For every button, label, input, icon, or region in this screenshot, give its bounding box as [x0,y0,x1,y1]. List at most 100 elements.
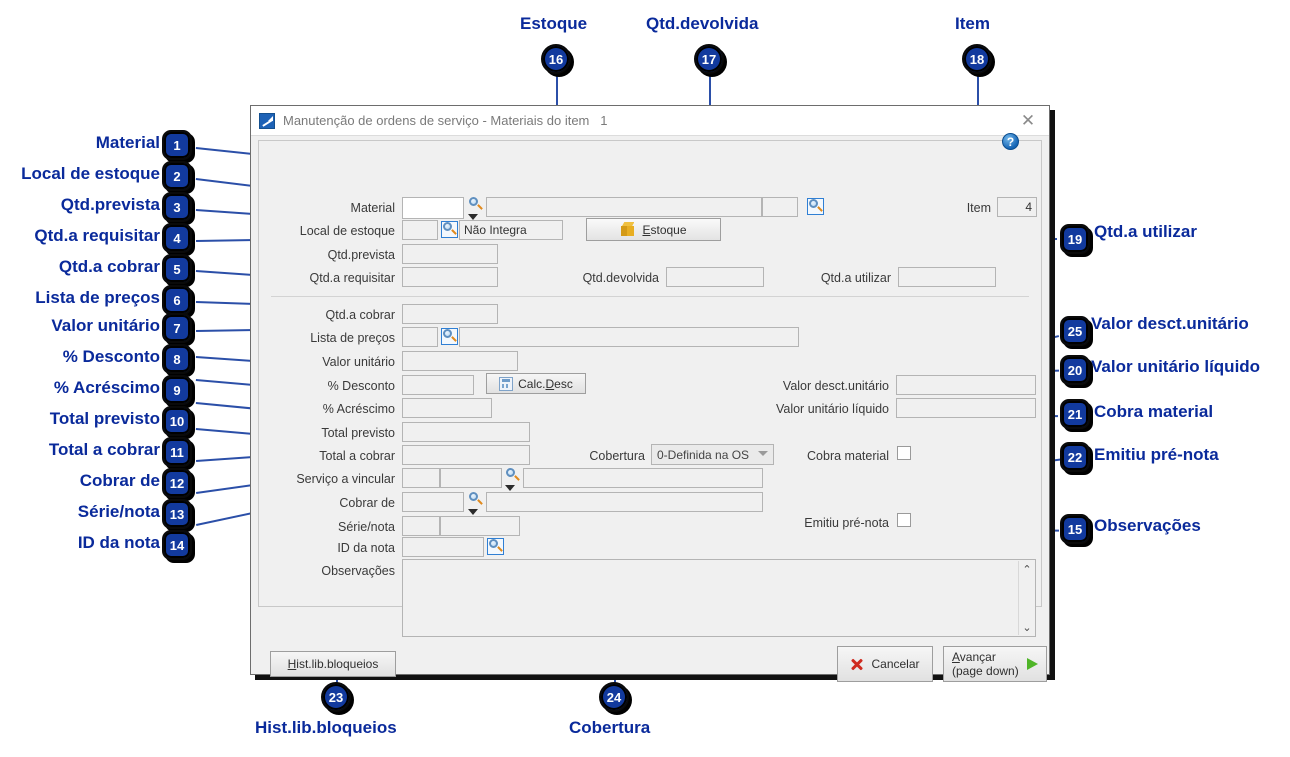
title-bar: Manutenção de ordens de serviço - Materi… [251,106,1049,136]
annotation-label-14: ID da nota [77,533,160,552]
servico-a-vincular-desc-field[interactable] [523,468,763,488]
servico-a-vincular-code-field[interactable] [402,468,440,488]
annotation-badge-19: 19 [1060,224,1090,254]
id-da-nota-field[interactable] [402,537,484,557]
qtd-prevista-label: Qtd.prevista [327,248,395,262]
box-icon [620,222,636,237]
annotation-label-20: Valor unitário líquido [1091,357,1261,376]
calc-desc-button[interactable]: Calc.Desc [486,373,586,394]
qtd-devolvida-field[interactable] [666,267,764,287]
pct-acrescimo-field[interactable] [402,398,492,418]
annotation-label-3: Qtd.prevista [60,195,160,214]
annotation-label-18: Item [955,14,990,33]
advance-button-line2: (page down) [952,664,1019,678]
total-previsto-field[interactable] [402,422,530,442]
annotation-label-5: Qtd.a cobrar [58,257,160,276]
cobertura-select[interactable]: 0-Definida na OS [651,444,774,465]
valor-desct-unitario-label: Valor desct.unitário [782,379,889,393]
scroll-down-icon[interactable]: ⌄ [1022,621,1032,634]
cobra-material-label: Cobra material [807,449,889,463]
servico-a-vincular-search-icon[interactable] [505,468,520,483]
hist-lib-bloqueios-button[interactable]: Hist.lib.bloqueios [270,651,396,677]
material-extra-field[interactable] [762,197,798,217]
material-code-input[interactable] [402,197,464,219]
annotation-label-21: Cobra material [1094,402,1214,421]
estoque-button[interactable]: Estoque [586,218,721,241]
app-arrow-icon [259,112,275,129]
servico-a-vincular-label: Serviço a vincular [296,472,395,486]
estoque-button-label: Estoque [642,222,687,237]
advance-button[interactable]: Avançar (page down) [943,646,1047,682]
annotation-badge-8: 8 [162,344,192,374]
id-da-nota-search-icon[interactable] [487,538,504,555]
material-extra-search-icon[interactable] [807,198,824,215]
annotation-label-22: Emitiu pré-nota [1094,445,1219,464]
annotation-badge-16: 16 [541,44,571,74]
annotation-label-10: Total previsto [49,409,160,428]
lista-precos-code-field[interactable] [402,327,438,347]
cobrar-de-search-icon[interactable] [468,492,483,507]
lista-precos-desc-field[interactable] [459,327,799,347]
serie-nota-label: Série/nota [338,520,395,534]
material-dropdown-arrow-icon[interactable] [468,214,478,220]
qtd-a-requisitar-field[interactable] [402,267,498,287]
lista-precos-search-icon[interactable] [441,328,458,345]
cobrar-de-code-field[interactable] [402,492,464,512]
annotation-badge-18: 18 [962,44,992,74]
advance-button-text: Avançar (page down) [952,650,1019,678]
annotation-label-4: Qtd.a requisitar [34,226,160,245]
annotation-badge-2: 2 [162,161,192,191]
annotation-label-16: Estoque [520,14,588,33]
annotation-label-6: Lista de preços [35,288,160,307]
annotation-label-12: Cobrar de [79,471,160,490]
serie-nota-numero-field[interactable] [440,516,520,536]
advance-button-line1: Avançar [952,650,996,664]
qtd-a-cobrar-field[interactable] [402,304,498,324]
annotation-badge-17: 17 [694,44,724,74]
section-divider-1 [271,296,1029,297]
annotation-label-13: Série/nota [77,502,160,521]
red-x-icon [850,657,864,671]
cobrar-de-dropdown-arrow-icon[interactable] [468,509,478,515]
valor-unitario-liquido-field[interactable] [896,398,1036,418]
annotation-badge-24: 24 [599,682,629,712]
annotation-badge-12: 12 [162,468,192,498]
valor-unitario-label: Valor unitário [322,355,395,369]
material-description-field[interactable] [486,197,762,217]
servico-a-vincular-sub-field[interactable] [440,468,502,488]
scroll-up-icon[interactable]: ⌃ [1022,563,1032,576]
local-estoque-search-icon[interactable] [441,221,458,238]
qtd-a-utilizar-label: Qtd.a utilizar [820,271,891,285]
annotation-badge-21: 21 [1060,399,1090,429]
item-value-field[interactable]: 4 [997,197,1037,217]
observacoes-textarea[interactable]: ⌃ ⌄ [402,559,1036,637]
serie-nota-serie-field[interactable] [402,516,440,536]
servico-a-vincular-dropdown-arrow-icon[interactable] [505,485,515,491]
qtd-a-utilizar-field[interactable] [898,267,996,287]
total-a-cobrar-label: Total a cobrar [319,449,395,463]
qtd-prevista-field[interactable] [402,244,498,264]
cancel-button[interactable]: Cancelar [837,646,933,682]
pct-desconto-field[interactable] [402,375,474,395]
annotation-label-1: Material [95,133,160,152]
emitiu-pre-nota-checkbox[interactable] [897,513,911,527]
valor-desct-unitario-field[interactable] [896,375,1036,395]
total-a-cobrar-field[interactable] [402,445,530,465]
annotation-badge-23: 23 [321,682,351,712]
cobrar-de-desc-field[interactable] [486,492,763,512]
local-estoque-code-field[interactable] [402,220,438,240]
material-search-icon[interactable] [468,197,483,212]
calc-desc-button-label: Calc.Desc [518,376,573,391]
close-icon[interactable]: ✕ [1020,110,1036,130]
cobra-material-checkbox[interactable] [897,446,911,460]
form-panel: ? Material Item 4 Local de estoque Não I… [258,133,1042,637]
observacoes-scrollbar[interactable]: ⌃ ⌄ [1018,561,1034,635]
valor-unitario-field[interactable] [402,351,518,371]
local-estoque-value-field[interactable]: Não Integra [459,220,563,240]
annotation-badge-9: 9 [162,375,192,405]
calculator-icon [499,376,514,391]
cancel-button-label: Cancelar [871,657,920,671]
cobrar-de-label: Cobrar de [339,496,395,510]
help-icon[interactable]: ? [1002,133,1019,150]
cobertura-label: Cobertura [589,449,645,463]
